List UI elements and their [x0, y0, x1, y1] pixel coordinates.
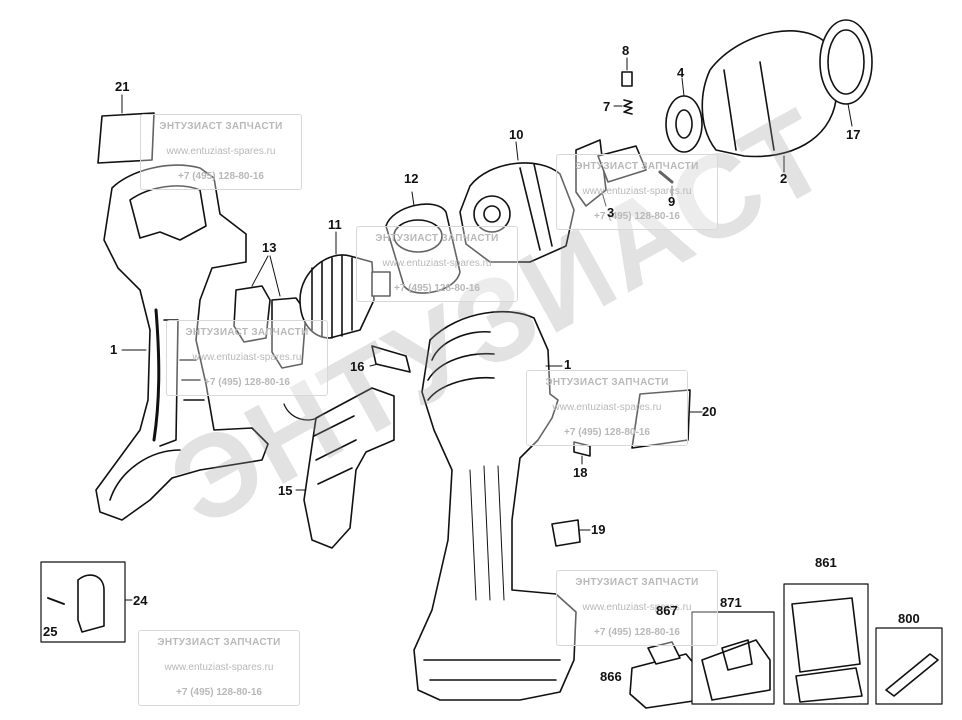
- part-16-connector: [369, 345, 411, 373]
- part-label-8: 8: [622, 43, 630, 58]
- part-871-charger: [691, 611, 775, 705]
- part-24-belt-hook: [40, 561, 133, 643]
- watermark-phone: +7 (495) 128-80-16: [394, 283, 480, 294]
- part-4-washer: [665, 77, 703, 153]
- part-861-case: [783, 583, 869, 705]
- part-label-1-right: 1: [564, 357, 572, 372]
- watermark-box: ЭНТУЗИАСТ ЗАПЧАСТИ www.entuziast-spares.…: [166, 320, 328, 396]
- part-label-866: 866: [600, 669, 622, 684]
- watermark-site: www.entuziast-spares.ru: [552, 402, 662, 413]
- part-label-800: 800: [898, 611, 920, 626]
- watermark-site: www.entuziast-spares.ru: [192, 352, 302, 363]
- part-label-15: 15: [278, 483, 293, 498]
- watermark-box: ЭНТУЗИАСТ ЗАПЧАСТИ www.entuziast-spares.…: [556, 570, 718, 646]
- part-8-pin: [621, 57, 633, 87]
- watermark-phone: +7 (495) 128-80-16: [594, 627, 680, 638]
- part-label-24: 24: [133, 593, 148, 608]
- part-label-17: 17: [846, 127, 861, 142]
- watermark-title: ЭНТУЗИАСТ ЗАПЧАСТИ: [185, 327, 309, 338]
- part-1-housing-main: [413, 310, 577, 701]
- part-9-pin: [658, 170, 674, 197]
- part-3-anvil: [575, 139, 647, 207]
- watermark-phone: +7 (495) 128-80-16: [594, 211, 680, 222]
- watermark-box: ЭНТУЗИАСТ ЗАПЧАСТИ www.entuziast-spares.…: [138, 630, 300, 706]
- part-label-4: 4: [677, 65, 685, 80]
- watermark-title: ЭНТУЗИАСТ ЗАПЧАСТИ: [375, 233, 499, 244]
- watermark-site: www.entuziast-spares.ru: [582, 186, 692, 197]
- watermark-box: ЭНТУЗИАСТ ЗАПЧАСТИ www.entuziast-spares.…: [140, 114, 302, 190]
- watermark-phone: +7 (495) 128-80-16: [178, 171, 264, 182]
- part-label-7: 7: [603, 99, 611, 114]
- part-label-2: 2: [780, 171, 788, 186]
- part-label-10: 10: [509, 127, 524, 142]
- part-label-20: 20: [702, 404, 717, 419]
- part-label-861: 861: [815, 555, 837, 570]
- watermark-title: ЭНТУЗИАСТ ЗАПЧАСТИ: [545, 377, 669, 388]
- part-11-armature: [299, 231, 391, 339]
- part-label-3: 3: [607, 205, 615, 220]
- part-label-13: 13: [262, 240, 277, 255]
- part-2-nose-cover: [701, 30, 837, 173]
- part-label-9: 9: [668, 194, 676, 209]
- watermark-site: www.entuziast-spares.ru: [382, 258, 492, 269]
- part-label-12: 12: [404, 171, 419, 186]
- watermark-site: www.entuziast-spares.ru: [166, 146, 276, 157]
- part-10-gear-housing: [459, 141, 575, 263]
- part-label-11: 11: [328, 217, 342, 232]
- watermark-box: ЭНТУЗИАСТ ЗАПЧАСТИ www.entuziast-spares.…: [356, 226, 518, 302]
- part-20-label-plate: [631, 389, 703, 449]
- watermark-box: ЭНТУЗИАСТ ЗАПЧАСТИ www.entuziast-spares.…: [526, 370, 688, 446]
- watermark-title: ЭНТУЗИАСТ ЗАПЧАСТИ: [575, 161, 699, 172]
- watermark-title: ЭНТУЗИАСТ ЗАПЧАСТИ: [157, 637, 281, 648]
- watermark-title: ЭНТУЗИАСТ ЗАПЧАСТИ: [575, 577, 699, 588]
- watermark-title: ЭНТУЗИАСТ ЗАПЧАСТИ: [159, 121, 283, 132]
- part-label-19: 19: [591, 522, 606, 537]
- part-17-bumper-ring: [819, 19, 873, 127]
- watermark-phone: +7 (495) 128-80-16: [204, 377, 290, 388]
- watermark-box: ЭНТУЗИАСТ ЗАПЧАСТИ www.entuziast-spares.…: [556, 154, 718, 230]
- part-label-25: 25: [43, 624, 58, 639]
- watermark-site: www.entuziast-spares.ru: [164, 662, 274, 673]
- part-label-867: 867: [656, 603, 678, 618]
- part-label-21: 21: [115, 79, 130, 94]
- part-19-clip: [551, 519, 591, 547]
- part-label-16: 16: [350, 359, 365, 374]
- watermark-site: www.entuziast-spares.ru: [582, 602, 692, 613]
- part-label-1-left: 1: [110, 342, 118, 357]
- part-label-18: 18: [573, 465, 588, 480]
- part-13-brush-holders: [233, 255, 307, 369]
- watermark-phone: +7 (495) 128-80-16: [176, 687, 262, 698]
- part-15-switch: [283, 387, 395, 549]
- part-label-871: 871: [720, 595, 742, 610]
- part-7-spring: [613, 99, 633, 115]
- part-800-tool: [875, 627, 943, 705]
- watermark-phone: +7 (495) 128-80-16: [564, 427, 650, 438]
- part-1-housing-left-half: [95, 164, 269, 521]
